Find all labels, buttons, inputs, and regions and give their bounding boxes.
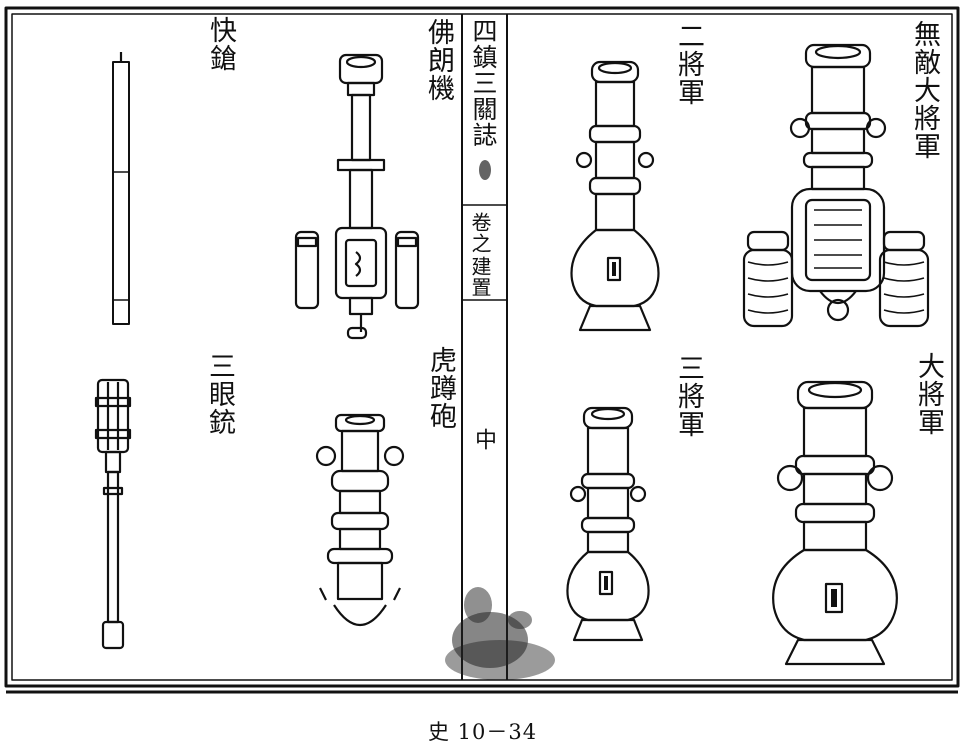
center-column-title: 四鎮三關誌 [469, 18, 498, 148]
page-frame [4, 6, 960, 694]
label-wudi-dajiangjun: 無敵大將軍 [909, 20, 940, 160]
hudunpao-cannon-figure [315, 413, 405, 626]
page-number-footer: 史 10－34 [427, 720, 538, 744]
ink-smudge [445, 160, 555, 680]
center-column-juan: 卷之 [468, 212, 492, 254]
center-column-section: 建置 [468, 256, 492, 298]
wudi-dajiangjun-cannon-figure [742, 43, 930, 328]
sanjiangjun-cannon-figure [566, 406, 650, 642]
dajiangjun-cannon-figure [772, 380, 898, 666]
kuaiqiang-musket-figure [112, 52, 130, 325]
label-kuaiqiang: 快鎗 [205, 16, 236, 72]
center-column-page-mark: 中 [471, 428, 496, 451]
label-sanjiangjun: 三將軍 [673, 354, 704, 438]
erjiangjun-cannon-figure [570, 60, 660, 332]
label-dajiangjun: 大將軍 [913, 352, 944, 436]
label-folangji: 佛朗機 [423, 18, 454, 102]
label-erjiangjun: 二將軍 [673, 22, 704, 106]
label-sanyanchong: 三眼銃 [204, 352, 235, 436]
folangji-cannon-figure [294, 53, 420, 340]
sanyanchong-gun-figure [94, 378, 132, 650]
label-hudunpao: 虎蹲砲 [425, 346, 456, 430]
